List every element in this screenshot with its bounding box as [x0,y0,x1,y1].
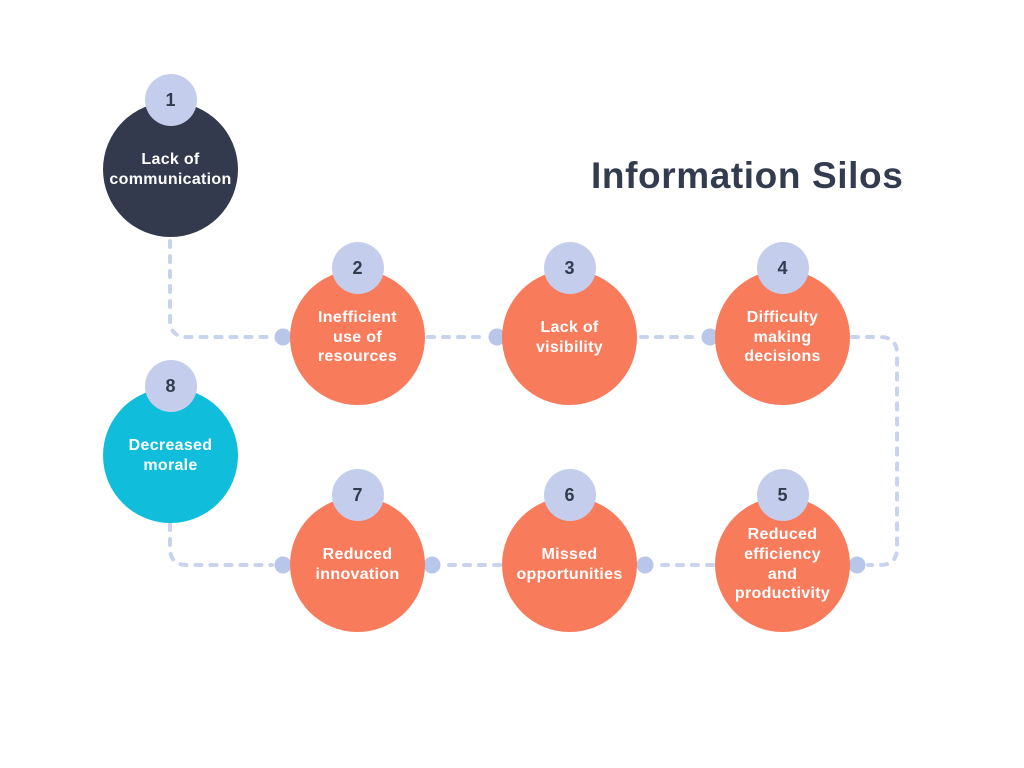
node-4-difficulty-making-decisions: 4 Difficulty making decisions [715,242,850,405]
connector-dot-7-right [423,556,441,574]
node-7-reduced-innovation: 7 Reduced innovation [290,469,425,632]
node-8-label: Decreased morale [128,436,213,474]
node-4-number-badge: 4 [756,242,809,294]
node-5-label: Reduced efficiency and productivity [734,526,831,603]
node-6-label: Missed opportunities [516,545,623,583]
node-2-label: Inefficient use of resources [317,309,398,366]
node-6-number-badge: 6 [543,469,596,521]
connector-4-5 [850,335,899,567]
page-title: Information Silos [591,155,904,196]
node-5-reduced-efficiency-and-productivity: 5 Reduced efficiency and productivity [715,469,850,632]
connector-dot-4 [701,328,719,346]
node-7-number-badge: 7 [331,469,384,521]
connector-dot-7-left [274,556,292,574]
connector-8-7 [168,522,274,567]
node-5-number-badge: 5 [756,469,809,521]
connector-1-2 [168,239,275,339]
node-1-label: Lack of communication [109,150,232,188]
node-7-label: Reduced innovation [315,545,400,583]
node-2-inefficient-use-of-resources: 2 Inefficient use of resources [290,242,425,405]
node-4-label: Difficulty making decisions [744,309,821,366]
node-6-missed-opportunities: 6 Missed opportunities [502,469,637,632]
node-3-label: Lack of visibility [535,318,604,356]
connector-dot-5 [848,556,866,574]
connector-dot-2 [274,328,292,346]
node-8-decreased-morale: 8 Decreased morale [103,360,238,523]
connector-dot-6 [636,556,654,574]
node-1-lack-of-communication: 1 Lack of communication [103,74,238,237]
node-8-number-badge: 8 [144,360,197,412]
node-2-number-badge: 2 [331,242,384,294]
connector-dot-3 [488,328,506,346]
node-1-number-badge: 1 [144,74,197,126]
node-3-number-badge: 3 [543,242,596,294]
node-3-lack-of-visibility: 3 Lack of visibility [502,242,637,405]
